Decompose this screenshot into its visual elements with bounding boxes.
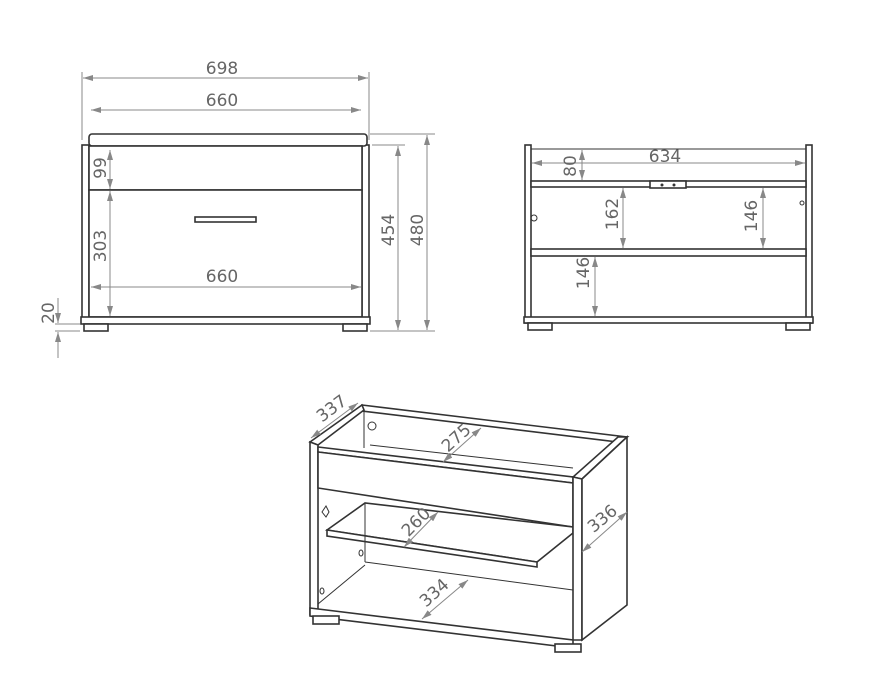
dim-660-drawer: 660 bbox=[206, 267, 238, 287]
foot bbox=[527, 322, 553, 331]
drawer-front bbox=[88, 189, 363, 318]
shelf bbox=[530, 248, 807, 257]
foot bbox=[342, 323, 368, 332]
dim-660-top: 660 bbox=[206, 91, 238, 111]
dim-146-lower: 146 bbox=[574, 257, 594, 289]
dim-275: 275 bbox=[438, 420, 475, 457]
dim-99: 99 bbox=[91, 157, 111, 179]
dim-303: 303 bbox=[91, 230, 111, 262]
iso-view: 337 275 260 334 336 bbox=[308, 391, 630, 653]
connector-fitting bbox=[649, 180, 687, 189]
dim-634: 634 bbox=[649, 147, 681, 167]
dim-162: 162 bbox=[603, 198, 623, 230]
foot bbox=[785, 322, 811, 331]
dim-698: 698 bbox=[206, 59, 238, 79]
dim-334: 334 bbox=[416, 575, 453, 612]
dim-80: 80 bbox=[561, 155, 581, 177]
drawer-handle bbox=[194, 216, 257, 223]
dim-146-upper: 146 bbox=[742, 200, 762, 232]
back-view: 634 80 162 146 146 bbox=[523, 144, 814, 331]
dim-20: 20 bbox=[39, 302, 59, 324]
dim-480: 480 bbox=[408, 214, 428, 246]
front-view: 698 660 99 303 660 454 480 20 bbox=[39, 59, 435, 358]
foot bbox=[554, 643, 582, 653]
foot bbox=[312, 615, 340, 625]
foot bbox=[83, 323, 109, 332]
dim-454: 454 bbox=[379, 214, 399, 246]
